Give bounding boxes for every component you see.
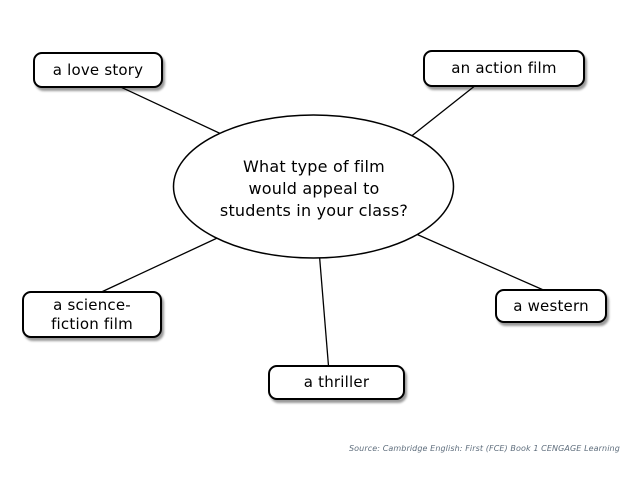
center-ellipse: [172, 114, 455, 259]
center-question-text: What type of film would appeal to studen…: [174, 115, 454, 258]
connector-thriller: [318, 249, 330, 373]
node-an-action-film: an action film: [423, 50, 585, 87]
connector-action-film: [408, 80, 482, 139]
connector-love-story: [109, 81, 233, 140]
center-question-line-1: What type of film: [243, 157, 385, 176]
connector-western: [406, 229, 549, 293]
node-a-science-fiction-film: a science- fiction film: [22, 291, 162, 338]
source-attribution: Source: Cambridge English: First (FCE) B…: [349, 444, 620, 453]
center-question-line-2: would appeal to: [248, 179, 380, 198]
center-question-line-3: students in your class?: [219, 201, 409, 220]
node-a-love-story: a love story: [33, 52, 163, 88]
node-a-thriller: a thriller: [268, 365, 405, 400]
connector-science-fiction: [94, 232, 229, 296]
node-a-western: a western: [495, 289, 607, 323]
